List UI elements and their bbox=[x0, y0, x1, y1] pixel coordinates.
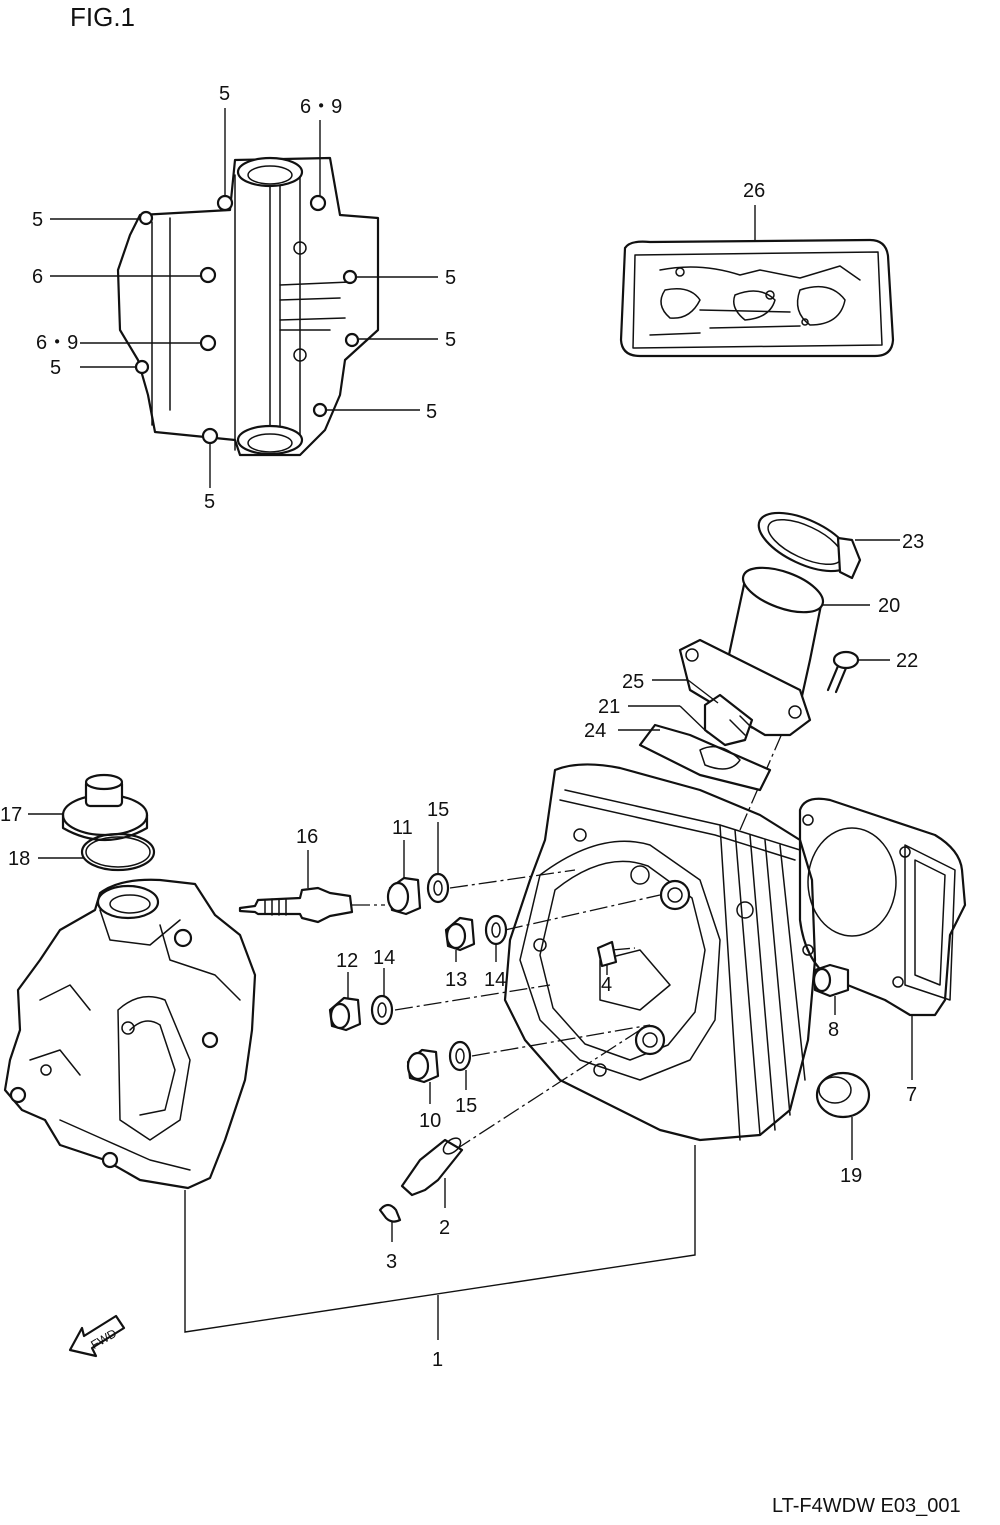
callout-5: 5 bbox=[445, 267, 456, 289]
callout-8: 8 bbox=[828, 1019, 839, 1041]
intake-pipe-assembly bbox=[618, 511, 900, 792]
callout-24: 24 bbox=[584, 720, 606, 742]
head-cover-top-view bbox=[116, 156, 380, 457]
oil-filler-cap bbox=[28, 773, 156, 872]
callout-3: 3 bbox=[386, 1251, 397, 1273]
head-cover bbox=[3, 878, 257, 1190]
callout-5: 5 bbox=[50, 357, 61, 379]
callout-2: 2 bbox=[439, 1217, 450, 1239]
callout-12: 12 bbox=[336, 950, 358, 972]
cylinder-head-gasket bbox=[798, 797, 967, 1160]
callout-10: 10 bbox=[419, 1110, 441, 1132]
callout-6: 6 bbox=[32, 266, 43, 288]
callout-15: 15 bbox=[455, 1095, 477, 1117]
callout-labels: 5 6・9 5 6 5 6・9 5 5 5 5 26 23 20 22 25 2… bbox=[0, 83, 924, 1371]
callout-14: 14 bbox=[484, 969, 506, 991]
callout-17: 17 bbox=[0, 804, 22, 826]
callout-19: 19 bbox=[840, 1165, 862, 1187]
assembly-bracket bbox=[184, 1145, 696, 1340]
cylinder-head bbox=[503, 763, 817, 1142]
callout-5: 5 bbox=[426, 401, 437, 423]
callout-5: 5 bbox=[445, 329, 456, 351]
callout-25: 25 bbox=[622, 671, 644, 693]
fwd-arrow-icon: FWD bbox=[68, 1314, 126, 1358]
callout-7: 7 bbox=[906, 1084, 917, 1106]
callout-14: 14 bbox=[373, 947, 395, 969]
callout-5: 5 bbox=[32, 209, 43, 231]
callout-15: 15 bbox=[427, 799, 449, 821]
callout-21: 21 bbox=[598, 696, 620, 718]
valve-guide bbox=[378, 1137, 464, 1242]
callout-11: 11 bbox=[392, 817, 413, 839]
callout-22: 22 bbox=[896, 650, 918, 672]
callout-5: 5 bbox=[219, 83, 230, 105]
callout-6-9: 6・9 bbox=[300, 96, 342, 118]
spark-plug bbox=[238, 850, 354, 924]
callout-26: 26 bbox=[743, 180, 765, 202]
callout-6-9: 6・9 bbox=[36, 332, 78, 354]
cap-nuts-washers bbox=[328, 822, 508, 1104]
drawing-code: LT-F4WDW E03_001 bbox=[772, 1495, 961, 1517]
callout-23: 23 bbox=[902, 531, 924, 553]
callout-20: 20 bbox=[878, 595, 900, 617]
callout-18: 18 bbox=[8, 848, 30, 870]
gasket-set bbox=[619, 205, 895, 358]
callout-5: 5 bbox=[204, 491, 215, 513]
callout-13: 13 bbox=[445, 969, 467, 991]
figure-title: FIG.1 bbox=[70, 2, 135, 32]
callout-1: 1 bbox=[432, 1349, 443, 1371]
callout-16: 16 bbox=[296, 826, 318, 848]
callout-4: 4 bbox=[601, 974, 612, 996]
